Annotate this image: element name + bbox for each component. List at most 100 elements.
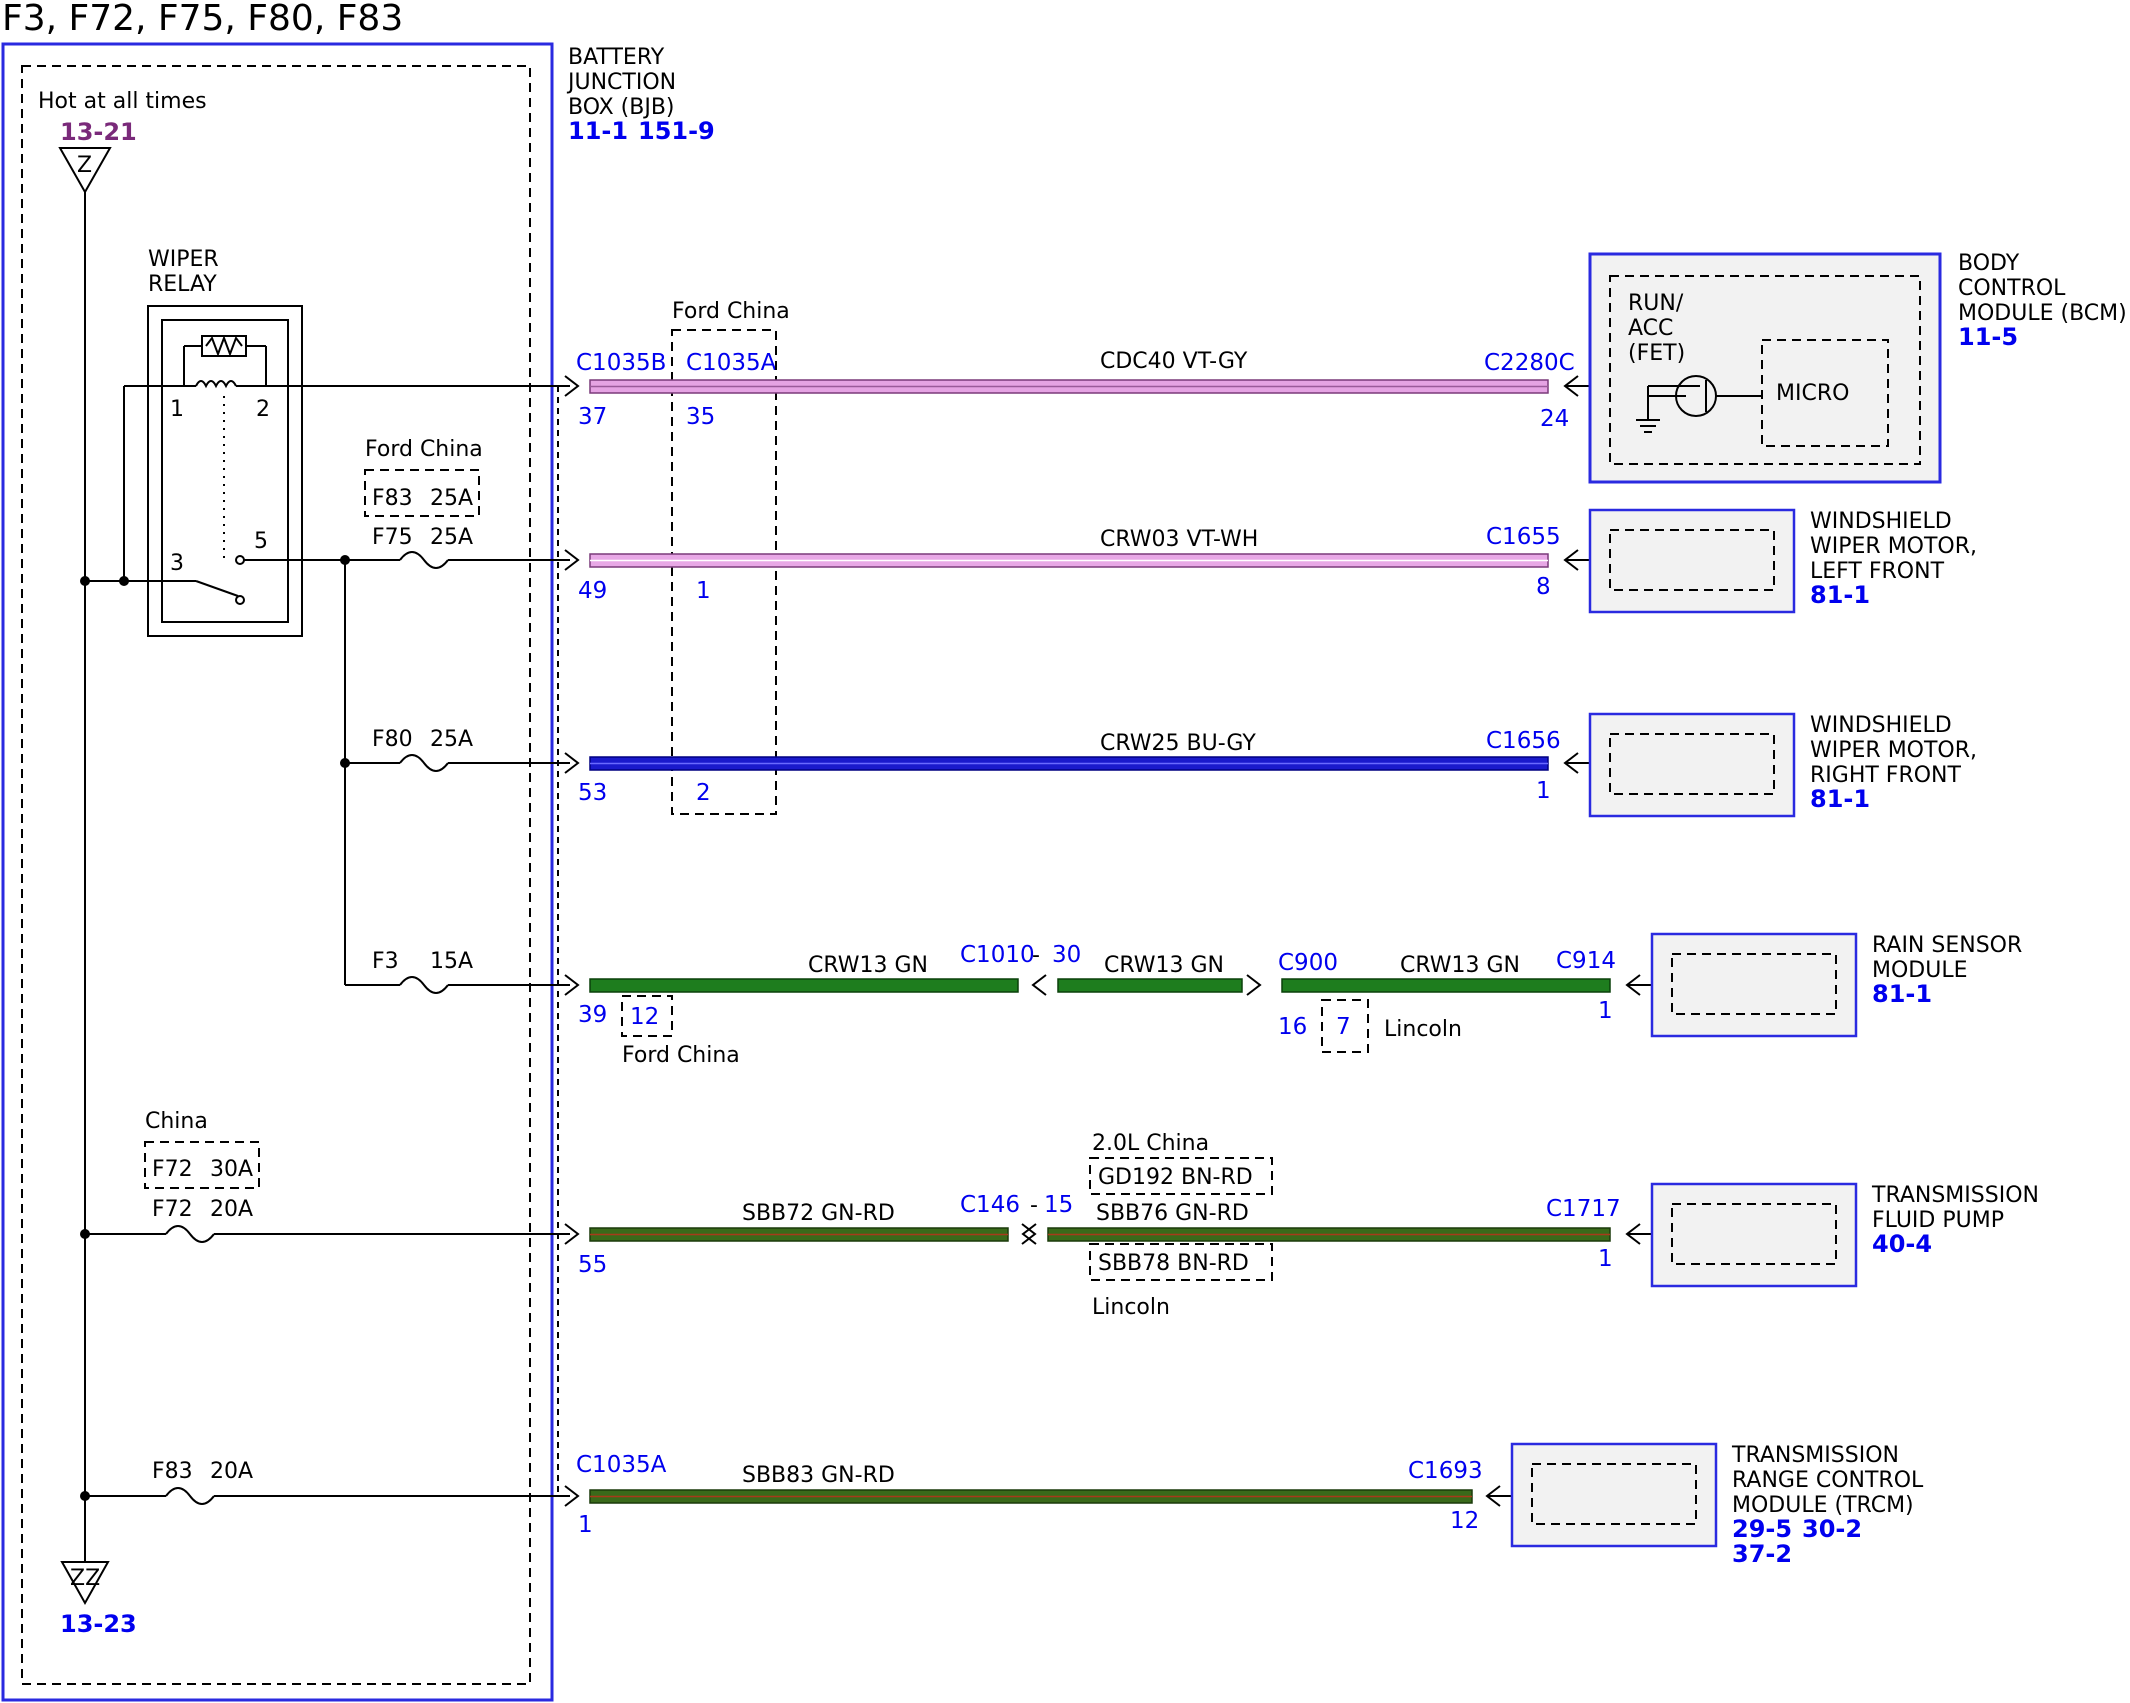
fuse-f72-symbol	[165, 1225, 215, 1243]
svg-text:BATTERY: BATTERY	[568, 45, 665, 70]
svg-text:ACC: ACC	[1628, 316, 1673, 341]
svg-text:25A: 25A	[430, 486, 473, 511]
svg-text:RIGHT FRONT: RIGHT FRONT	[1810, 763, 1962, 788]
connector-arrow	[564, 1485, 580, 1507]
svg-text:WIPER MOTOR,: WIPER MOTOR,	[1810, 534, 1977, 559]
pin-number: 55	[578, 1252, 607, 1278]
svg-text:RAIN SENSOR: RAIN SENSOR	[1872, 933, 2022, 958]
svg-text:RUN/: RUN/	[1628, 291, 1684, 316]
pin-number: 35	[686, 404, 715, 430]
bjb-inner-box	[21, 65, 531, 1685]
svg-text:ZZ: ZZ	[70, 1566, 100, 1591]
pin-number: 16	[1278, 1014, 1307, 1040]
connector-arrow	[1031, 974, 1047, 996]
wire-label: CRW03 VT-WH	[1100, 527, 1258, 552]
variant-label: Lincoln	[1092, 1295, 1170, 1320]
svg-text:BOX (BJB): BOX (BJB)	[568, 95, 675, 120]
fuse-f83-name: F83	[152, 1459, 193, 1484]
svg-text:81-1: 81-1	[1810, 581, 1870, 609]
svg-text:FLUID PUMP: FLUID PUMP	[1872, 1208, 2004, 1233]
svg-text:WINDSHIELD: WINDSHIELD	[1810, 713, 1952, 738]
svg-text:81-1: 81-1	[1872, 980, 1932, 1008]
wire-label: CRW13 GN	[808, 953, 928, 978]
svg-text:30-2: 30-2	[1802, 1515, 1862, 1543]
variant-label: 2.0L China	[1092, 1131, 1209, 1156]
splice-dot	[119, 576, 129, 586]
svg-text:TRANSMISSION: TRANSMISSION	[1731, 1443, 1899, 1468]
connector-arrow	[564, 1223, 580, 1245]
trcm-label: TRANSMISSION RANGE CONTROL MODULE (TRCM)…	[1731, 1443, 1924, 1568]
page-title: F3, F72, F75, F80, F83	[2, 0, 403, 39]
svg-text:CONTROL: CONTROL	[1958, 276, 2066, 301]
fuse-f72-name: F72	[152, 1197, 193, 1222]
svg-text:Z: Z	[77, 153, 92, 178]
pin-number: 12	[630, 1004, 659, 1030]
fuse-f80-rating: 25A	[430, 727, 473, 752]
svg-text:WINDSHIELD: WINDSHIELD	[1810, 509, 1952, 534]
pin-number: 53	[578, 780, 607, 806]
svg-text:(FET): (FET)	[1628, 341, 1685, 366]
ford-china-box	[671, 329, 777, 815]
svg-text:WIPER MOTOR,: WIPER MOTOR,	[1810, 738, 1977, 763]
conn-c900: C900	[1278, 950, 1338, 976]
conn-c1717: C1717	[1546, 1196, 1621, 1222]
pin-number: 1	[578, 1512, 593, 1538]
svg-text:30A: 30A	[210, 1157, 253, 1182]
variant-box	[1089, 1157, 1273, 1195]
fuse-f3-symbol	[399, 976, 449, 994]
fuse-f3-rating: 15A	[430, 949, 473, 974]
conn-c146: C146	[960, 1192, 1020, 1218]
fuse-variant-box	[364, 469, 480, 517]
wire-label: SBB76 GN-RD	[1096, 1201, 1249, 1226]
pin-number: 49	[578, 578, 607, 604]
wiper-relay: WIPER RELAY 1 2 3 5	[124, 247, 345, 637]
connector-arrow	[564, 375, 580, 397]
pin-number: 12	[1450, 1508, 1479, 1534]
svg-text:-: -	[1030, 1193, 1038, 1218]
wire-crw13-a	[589, 978, 1019, 993]
conn-c2280c: C2280C	[1484, 350, 1575, 376]
svg-text:MICRO: MICRO	[1776, 381, 1849, 406]
bjb-ref-2: 151-9	[638, 117, 715, 145]
svg-text:3: 3	[170, 551, 184, 576]
svg-text:LEFT FRONT: LEFT FRONT	[1810, 559, 1945, 584]
china-fuse-label: China	[145, 1109, 208, 1134]
bcm-module: RUN/ ACC (FET) MICRO	[1588, 252, 1942, 484]
hot-label: Hot at all times	[38, 89, 207, 114]
bottom-ref: 13-23	[60, 1610, 137, 1638]
connector-arrow	[564, 549, 580, 571]
pin-number: 7	[1336, 1014, 1351, 1040]
fuse-f3-name: F3	[372, 949, 399, 974]
bjb-label: BATTERY JUNCTION BOX (BJB) 11-1 151-9	[566, 45, 715, 145]
pin-number: 24	[1540, 406, 1569, 432]
svg-text:JUNCTION: JUNCTION	[566, 70, 676, 95]
svg-text:2: 2	[256, 397, 270, 422]
pin-number: 1	[1598, 998, 1613, 1024]
svg-text:1: 1	[170, 397, 184, 422]
connector-arrow	[1021, 1223, 1037, 1245]
wire-label: CDC40 VT-GY	[1100, 349, 1248, 374]
svg-text:29-5: 29-5	[1732, 1515, 1792, 1543]
bjb-ref-1: 11-1	[568, 117, 628, 145]
svg-text:37-2: 37-2	[1732, 1540, 1792, 1568]
wiper-motor-lf-label: WINDSHIELD WIPER MOTOR, LEFT FRONT 81-1	[1810, 509, 1977, 609]
conn-c1010: C1010	[960, 942, 1035, 968]
connector-arrow	[564, 974, 580, 996]
variant-box	[1089, 1243, 1273, 1281]
pin-number: 8	[1536, 574, 1551, 600]
wire-crw13-c	[1281, 978, 1611, 993]
wire-label: CRW13 GN	[1104, 953, 1224, 978]
conn-c1656: C1656	[1486, 728, 1561, 754]
connector-arrow	[564, 752, 580, 774]
top-splice-symbol: Z	[58, 147, 112, 195]
svg-text:F83: F83	[372, 486, 413, 511]
wiper-motor-lf-module	[1588, 508, 1796, 614]
bottom-splice-symbol: ZZ	[60, 1561, 110, 1606]
svg-text:MODULE: MODULE	[1872, 958, 1968, 983]
connector-arrow	[1246, 974, 1262, 996]
svg-text:BODY: BODY	[1958, 251, 2020, 276]
fuse-f80-name: F80	[372, 727, 413, 752]
svg-text:RELAY: RELAY	[148, 272, 217, 297]
alt-label: Lincoln	[1384, 1017, 1462, 1042]
